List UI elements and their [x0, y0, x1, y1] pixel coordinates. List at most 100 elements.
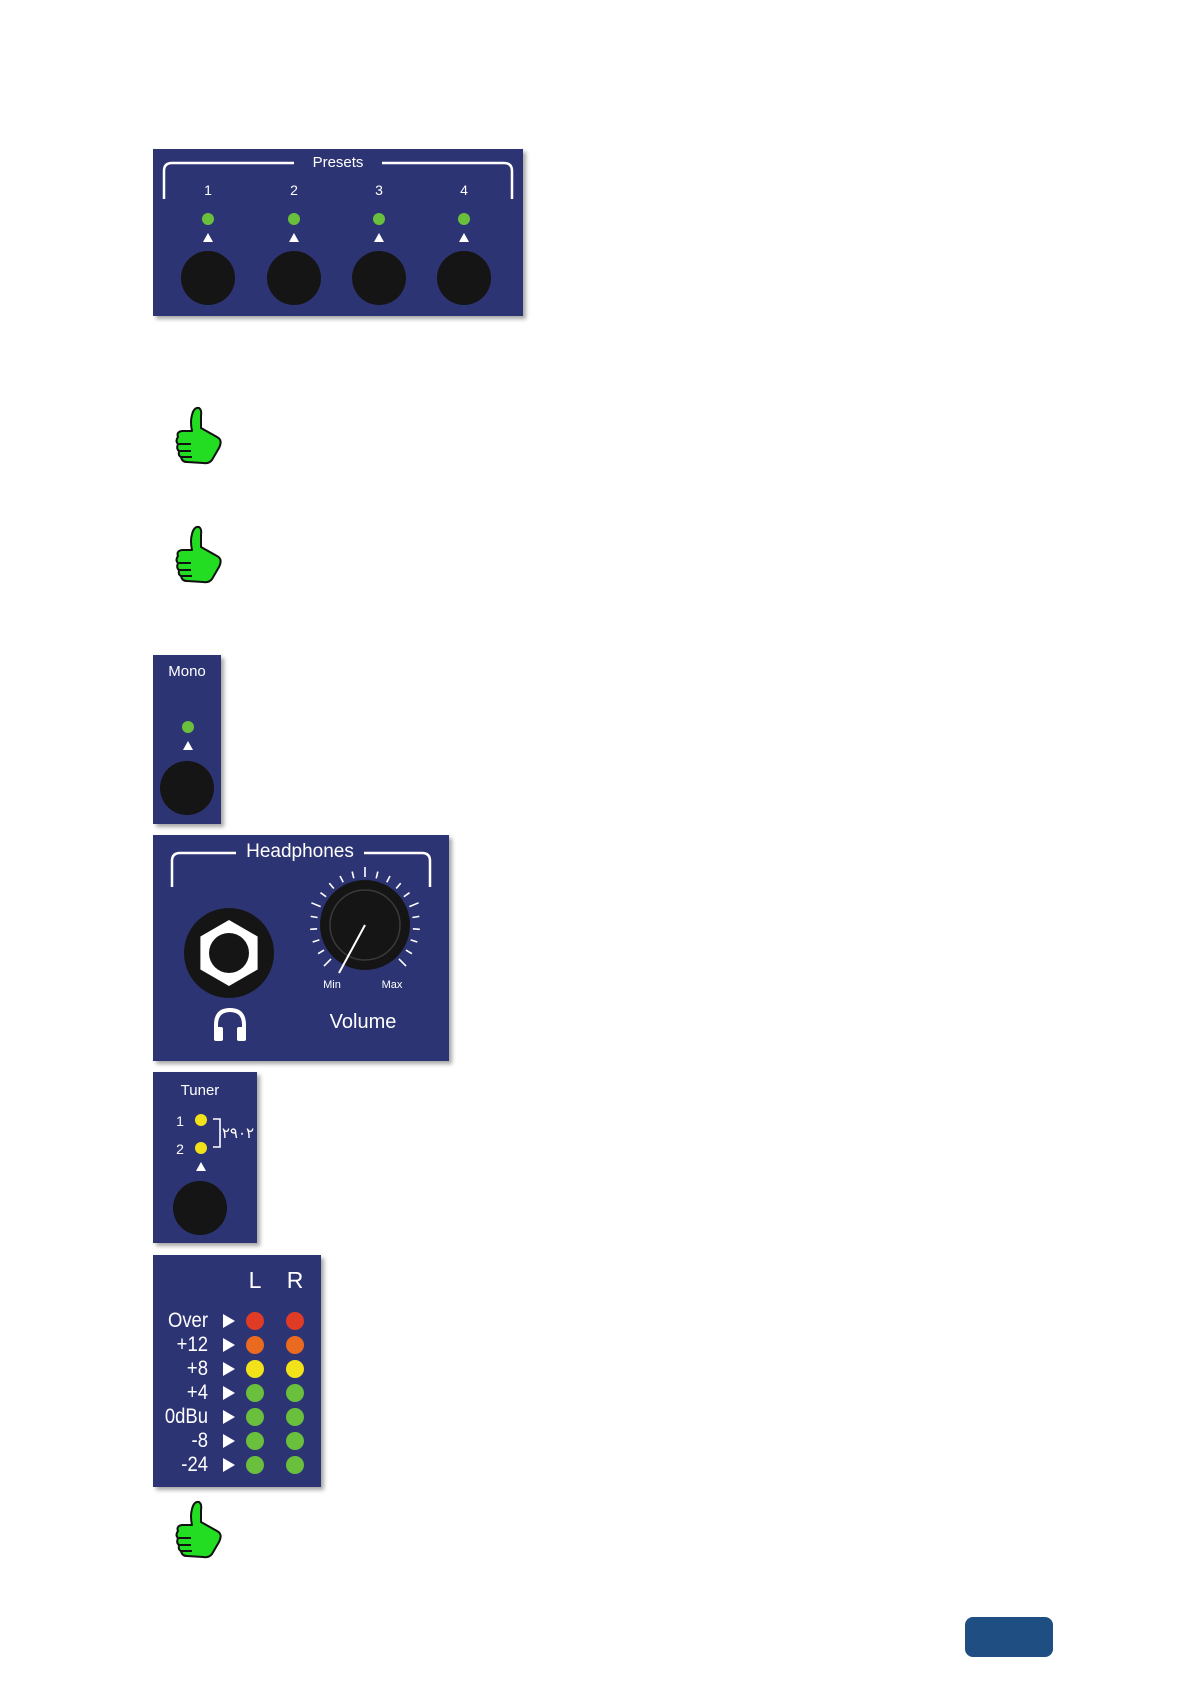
meter-led-right — [286, 1312, 304, 1330]
volume-tick — [413, 929, 420, 930]
volume-tick — [376, 872, 378, 879]
meter-row: 0dBu — [153, 1406, 321, 1428]
volume-tick — [310, 929, 317, 930]
volume-tick — [311, 916, 318, 917]
preset-button-1[interactable] — [181, 251, 235, 305]
preset-arrow-1 — [203, 233, 213, 242]
thumbs-up-icon — [171, 404, 227, 468]
tuner-script-label: ٢٩٠٢ — [221, 1124, 255, 1142]
meter-row-label: -8 — [160, 1430, 208, 1452]
tuner-label-2: 2 — [173, 1141, 187, 1157]
meter-arrow — [223, 1338, 235, 1352]
mono-panel: Mono — [153, 655, 221, 824]
volume-tick — [324, 959, 331, 966]
page-number-tab — [965, 1617, 1053, 1657]
volume-tick — [412, 916, 419, 917]
tuner-panel: Tuner 1 2 ٢٩٠٢ — [153, 1072, 257, 1243]
preset-arrow-3 — [374, 233, 384, 242]
mono-button[interactable] — [160, 761, 214, 815]
headphones-icon — [211, 1005, 249, 1043]
tuner-arrow — [196, 1162, 206, 1171]
mono-arrow — [183, 741, 193, 750]
meter-column-l: L — [243, 1267, 267, 1294]
meter-led-left — [246, 1312, 264, 1330]
meter-led-right — [286, 1384, 304, 1402]
thumbs-up-icon — [171, 1498, 227, 1562]
volume-label: Volume — [303, 1011, 423, 1034]
preset-led-3 — [373, 213, 385, 225]
volume-min-label: Min — [317, 979, 347, 991]
preset-led-2 — [288, 213, 300, 225]
headphones-panel: Headphones Min Max Volume — [153, 835, 449, 1061]
meter-row-label: Over — [160, 1310, 208, 1332]
meter-arrow — [223, 1314, 235, 1328]
thumbs-up-icon — [171, 523, 227, 587]
mono-led — [182, 721, 194, 733]
tuner-label-1: 1 — [173, 1113, 187, 1129]
volume-tick — [409, 903, 418, 907]
meter-led-right — [286, 1360, 304, 1378]
preset-label-1: 1 — [193, 182, 223, 198]
preset-button-2[interactable] — [267, 251, 321, 305]
tuner-led-2 — [195, 1142, 207, 1154]
meter-row: +4 — [153, 1382, 321, 1404]
tuner-button[interactable] — [173, 1181, 227, 1235]
preset-arrow-4 — [459, 233, 469, 242]
volume-tick — [340, 876, 343, 882]
volume-tick — [406, 950, 412, 954]
meter-led-left — [246, 1432, 264, 1450]
meter-arrow — [223, 1410, 235, 1424]
volume-tick — [329, 883, 334, 888]
meter-arrow — [223, 1386, 235, 1400]
mono-title: Mono — [153, 663, 221, 680]
preset-arrow-2 — [289, 233, 299, 242]
meter-led-right — [286, 1432, 304, 1450]
headphone-jack[interactable] — [183, 907, 275, 999]
volume-tick — [411, 940, 418, 942]
headphones-title: Headphones — [233, 841, 367, 863]
meter-arrow — [223, 1434, 235, 1448]
meter-led-left — [246, 1456, 264, 1474]
meter-row-label: +4 — [160, 1382, 208, 1404]
meter-led-right — [286, 1408, 304, 1426]
volume-tick — [396, 883, 401, 888]
meter-row: Over — [153, 1310, 321, 1332]
meter-row-label: 0dBu — [160, 1406, 208, 1428]
preset-button-4[interactable] — [437, 251, 491, 305]
meter-row: +12 — [153, 1334, 321, 1356]
volume-tick — [313, 940, 320, 942]
preset-led-1 — [202, 213, 214, 225]
volume-tick — [321, 893, 327, 897]
volume-tick — [387, 876, 390, 882]
volume-tick — [352, 872, 354, 879]
preset-label-3: 3 — [364, 182, 394, 198]
meter-column-r: R — [283, 1267, 307, 1294]
meter-led-left — [246, 1360, 264, 1378]
preset-led-4 — [458, 213, 470, 225]
meter-row-label: +12 — [160, 1334, 208, 1356]
tuner-led-1 — [195, 1114, 207, 1126]
volume-max-label: Max — [377, 979, 407, 991]
preset-button-3[interactable] — [352, 251, 406, 305]
meter-led-right — [286, 1336, 304, 1354]
meter-row: -24 — [153, 1454, 321, 1476]
meter-row: +8 — [153, 1358, 321, 1380]
meter-row-label: +8 — [160, 1358, 208, 1380]
meter-arrow — [223, 1362, 235, 1376]
presets-panel: Presets 1 2 3 4 — [153, 149, 523, 316]
meter-arrow — [223, 1458, 235, 1472]
meter-row-label: -24 — [160, 1454, 208, 1476]
volume-tick — [311, 903, 320, 907]
volume-tick — [404, 893, 410, 897]
meter-led-left — [246, 1408, 264, 1426]
meter-row: -8 — [153, 1430, 321, 1452]
meter-led-left — [246, 1336, 264, 1354]
preset-label-4: 4 — [449, 182, 479, 198]
tuner-title: Tuner — [153, 1082, 247, 1099]
preset-label-2: 2 — [279, 182, 309, 198]
presets-title: Presets — [288, 154, 388, 171]
volume-tick — [318, 950, 324, 954]
meter-led-right — [286, 1456, 304, 1474]
meter-led-left — [246, 1384, 264, 1402]
